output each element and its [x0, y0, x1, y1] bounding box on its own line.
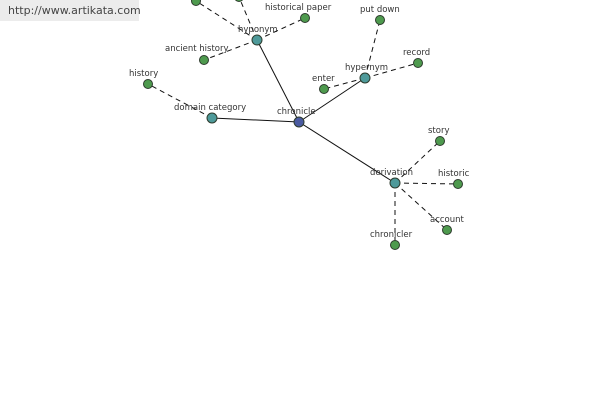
graph-nodes: [143, 0, 463, 250]
leaf-node-hyponym-offscreen-1[interactable]: [191, 0, 201, 6]
relation-label-hyponym[interactable]: hyponym: [238, 25, 278, 35]
relation-node-hyponym[interactable]: [251, 34, 263, 46]
leaf-label-enter[interactable]: enter: [312, 74, 335, 84]
edge-chronicle-hypernym: [298, 77, 366, 123]
edge-chronicle-hyponym: [256, 39, 300, 123]
leaf-node-hyponym-offscreen-2[interactable]: [235, 0, 244, 2]
leaf-label-put-down[interactable]: put down: [360, 5, 400, 15]
edge-hypernym-enter: [323, 77, 366, 90]
site-url-link[interactable]: http://www.artikata.com: [0, 0, 141, 21]
relation-label-hypernym[interactable]: hypernym: [345, 63, 388, 73]
leaf-node-historical-paper[interactable]: [300, 13, 310, 23]
edge-hypernym-put-down: [364, 19, 381, 79]
graph-labels: historical paper ancient history put down r…: [129, 3, 470, 240]
leaf-node-history[interactable]: [143, 79, 153, 89]
edge-derivation-historic: [394, 182, 459, 185]
leaf-node-put-down[interactable]: [375, 15, 385, 25]
leaf-label-historical-paper[interactable]: historical paper: [265, 3, 332, 13]
leaf-node-account[interactable]: [442, 225, 452, 235]
relation-label-domain-category[interactable]: domain category: [174, 103, 246, 113]
leaf-node-chronicler[interactable]: [390, 240, 400, 250]
leaf-node-enter[interactable]: [319, 84, 329, 94]
relation-node-domain-category[interactable]: [206, 112, 218, 124]
relation-label-derivation[interactable]: derivation: [370, 168, 413, 178]
leaf-label-record[interactable]: record: [403, 48, 430, 58]
edge-hyponym-ancient-history: [203, 39, 258, 61]
relation-node-hypernym[interactable]: [359, 72, 371, 84]
edge-chronicle-derivation: [298, 121, 396, 184]
leaf-node-historic[interactable]: [453, 179, 463, 189]
leaf-label-historic[interactable]: historic: [438, 169, 470, 179]
edge-derivation-account: [394, 182, 448, 231]
leaf-label-history[interactable]: history: [129, 69, 158, 79]
edge-domain-category-history: [147, 83, 213, 119]
edge-hypernym-record: [364, 62, 419, 79]
relation-node-derivation[interactable]: [389, 177, 401, 189]
center-label-chronicle[interactable]: chronicle: [277, 107, 316, 117]
leaf-label-account[interactable]: account: [430, 215, 465, 225]
edge-chronicle-domain-category: [211, 117, 300, 123]
edge-hyponym-hyponym-offscreen-1: [195, 0, 258, 41]
center-node-chronicle[interactable]: [293, 116, 305, 128]
leaf-node-record[interactable]: [413, 58, 423, 68]
edge-derivation-story: [394, 140, 441, 184]
leaf-node-ancient-history[interactable]: [199, 55, 209, 65]
leaf-label-chronicler[interactable]: chronicler: [370, 230, 413, 240]
leaf-label-story[interactable]: story: [428, 126, 450, 136]
graph-edges: [147, 0, 459, 245]
edge-hyponym-hyponym-offscreen-2: [239, 0, 258, 41]
leaf-node-story[interactable]: [435, 136, 445, 146]
leaf-label-ancient-history[interactable]: ancient history: [165, 44, 229, 54]
